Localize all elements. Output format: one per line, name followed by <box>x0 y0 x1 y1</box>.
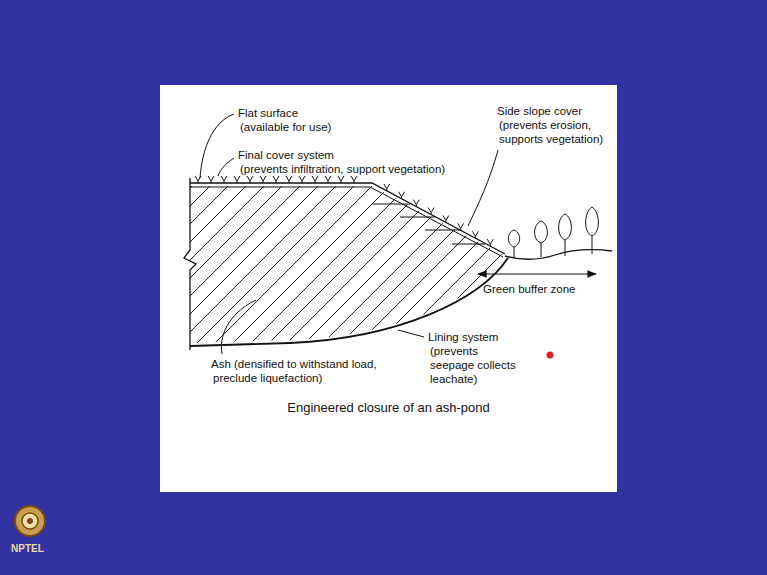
label-line: Ash (densified to withstand load, <box>211 357 377 371</box>
label-line: Lining system <box>428 330 524 344</box>
pointer-dot <box>547 352 554 359</box>
label-line: (prevents erosion, supports vegetation) <box>497 118 613 146</box>
leader-lines <box>200 114 498 354</box>
vegetation-marks <box>195 176 493 246</box>
label-line: Final cover system <box>238 148 445 162</box>
callout-label: Green buffer zone <box>483 282 576 296</box>
section-cut-line <box>184 178 196 350</box>
label-line: preclude liquefaction) <box>211 371 377 385</box>
ground-line <box>505 250 612 260</box>
logo-label: NPTEL <box>11 542 44 556</box>
label-line: Side slope cover <box>497 104 613 118</box>
slope-bench <box>372 204 485 244</box>
final-cover-line <box>190 183 505 254</box>
ash-hatching <box>185 180 515 350</box>
final-cover-line <box>190 187 503 257</box>
nptel-logo <box>15 506 45 536</box>
callout-label: Flat surface (available for use) <box>238 106 331 134</box>
callout-label: Ash (densified to withstand load, preclu… <box>211 357 377 385</box>
white-panel <box>160 85 617 492</box>
label-line: (prevents infiltration, support vegetati… <box>238 162 445 176</box>
figure-caption: Engineered closure of an ash-pond <box>160 400 617 415</box>
trees <box>508 207 598 258</box>
callout-label: Lining system (prevents seepage collects… <box>428 330 524 386</box>
label-line: Flat surface <box>238 106 331 120</box>
label-line: (prevents seepage collects leachate) <box>428 344 524 386</box>
callout-label: Final cover system (prevents infiltratio… <box>238 148 445 176</box>
callout-label: Side slope cover (prevents erosion, supp… <box>497 104 613 146</box>
buffer-zone-arrow <box>478 273 596 274</box>
label-line: (available for use) <box>238 120 331 134</box>
